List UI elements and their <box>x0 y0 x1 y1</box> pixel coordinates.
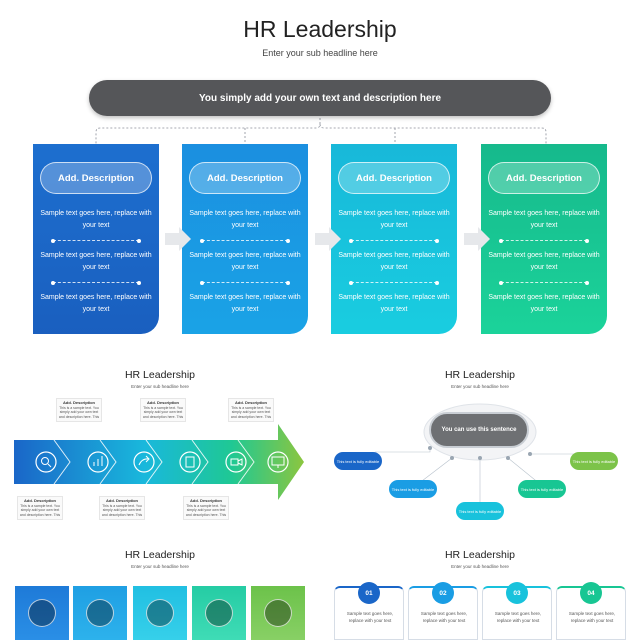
card-text: Sample text goes here, replace with your… <box>40 252 152 271</box>
monitor-icon <box>267 451 289 473</box>
thumb1-subtitle: Enter your sub headline here <box>131 384 189 389</box>
step-text: Sample text goes here, replace with your… <box>494 611 542 623</box>
card-text: Sample text goes here, replace with your… <box>338 210 450 229</box>
card-label[interactable]: Add. Description <box>40 162 152 194</box>
card-text: Sample text goes here, replace with your… <box>338 252 450 271</box>
step-number: 03 <box>506 582 528 604</box>
headline-banner: You simply add your own text and descrip… <box>89 80 551 116</box>
divider <box>51 280 141 285</box>
card-text: Sample text goes here, replace with your… <box>488 294 600 313</box>
thumb2-node: This text is fully editable <box>334 452 382 470</box>
divider <box>349 238 439 243</box>
thumb4-subtitle: Enter your sub headline here <box>451 564 509 569</box>
team-gear-icon <box>73 586 127 640</box>
card-text: Sample text goes here, replace with your… <box>40 294 152 313</box>
thumb1-title: HR Leadership <box>124 369 196 381</box>
description-card-3: Add. Description Sample text goes here, … <box>331 144 457 334</box>
divider <box>200 238 290 243</box>
thumb3-subtitle: Enter your sub headline here <box>131 564 189 569</box>
arrow-right-icon <box>464 227 490 251</box>
search-chart-icon <box>35 451 57 473</box>
gear-coins-icon <box>15 586 69 640</box>
divider <box>499 238 589 243</box>
connector-lines <box>95 118 547 144</box>
thumb2-node: This text is fully editable <box>518 480 566 498</box>
handshake-icon <box>192 586 246 640</box>
divider <box>51 238 141 243</box>
bar-chart-icon <box>87 451 109 473</box>
step-number: 02 <box>432 582 454 604</box>
step-text: Sample text goes here, replace with your… <box>568 611 616 623</box>
card-text: Sample text goes here, replace with your… <box>189 294 301 313</box>
thumb2-subtitle: Enter your sub headline here <box>451 384 509 389</box>
card-text: Sample text goes here, replace with your… <box>488 252 600 271</box>
thumb4-card: 03 Sample text goes here, replace with y… <box>482 582 552 640</box>
step-text: Sample text goes here, replace with your… <box>346 611 394 623</box>
thumb4-card: 02 Sample text goes here, replace with y… <box>408 582 478 640</box>
thumb2-node: This text is fully editable <box>456 502 504 520</box>
page-title: HR Leadership <box>243 16 397 42</box>
thumb4-card: 01 Sample text goes here, replace with y… <box>334 582 404 640</box>
thumb4-card: 04 Sample text goes here, replace with y… <box>556 582 626 640</box>
divider <box>200 280 290 285</box>
card-label[interactable]: Add. Description <box>189 162 301 194</box>
card-label[interactable]: Add. Description <box>488 162 600 194</box>
description-card-1: Add. Description Sample text goes here, … <box>33 144 159 334</box>
arrow-right-icon <box>165 227 191 251</box>
money-machine-icon <box>133 586 187 640</box>
thumb2-title: HR Leadership <box>444 369 516 381</box>
divider <box>499 280 589 285</box>
card-text: Sample text goes here, replace with your… <box>189 252 301 271</box>
card-text: Sample text goes here, replace with your… <box>488 210 600 229</box>
card-text: Sample text goes here, replace with your… <box>338 294 450 313</box>
share-arrow-icon <box>133 451 155 473</box>
step-text: Sample text goes here, replace with your… <box>420 611 468 623</box>
card-text: Sample text goes here, replace with your… <box>40 210 152 229</box>
page-subtitle: Enter your sub headline here <box>262 48 378 58</box>
card-label[interactable]: Add. Description <box>338 162 450 194</box>
card-text: Sample text goes here, replace with your… <box>189 210 301 229</box>
divider <box>349 280 439 285</box>
thumb1-arrow-process <box>14 424 304 500</box>
description-card-2: Add. Description Sample text goes here, … <box>182 144 308 334</box>
video-camera-icon <box>225 451 247 473</box>
presentation-icon <box>251 586 305 640</box>
step-number: 01 <box>358 582 380 604</box>
arrow-right-icon <box>315 227 341 251</box>
thumb3-title: HR Leadership <box>124 549 196 561</box>
thumb4-title: HR Leadership <box>444 549 516 561</box>
thumb2-center-node: You can use this sentence <box>429 412 529 448</box>
description-card-4: Add. Description Sample text goes here, … <box>481 144 607 334</box>
thumb2-node: This text is fully editable <box>570 452 618 470</box>
thumb2-node: This text is fully editable <box>389 480 437 498</box>
step-number: 04 <box>580 582 602 604</box>
document-dollar-icon <box>179 451 201 473</box>
